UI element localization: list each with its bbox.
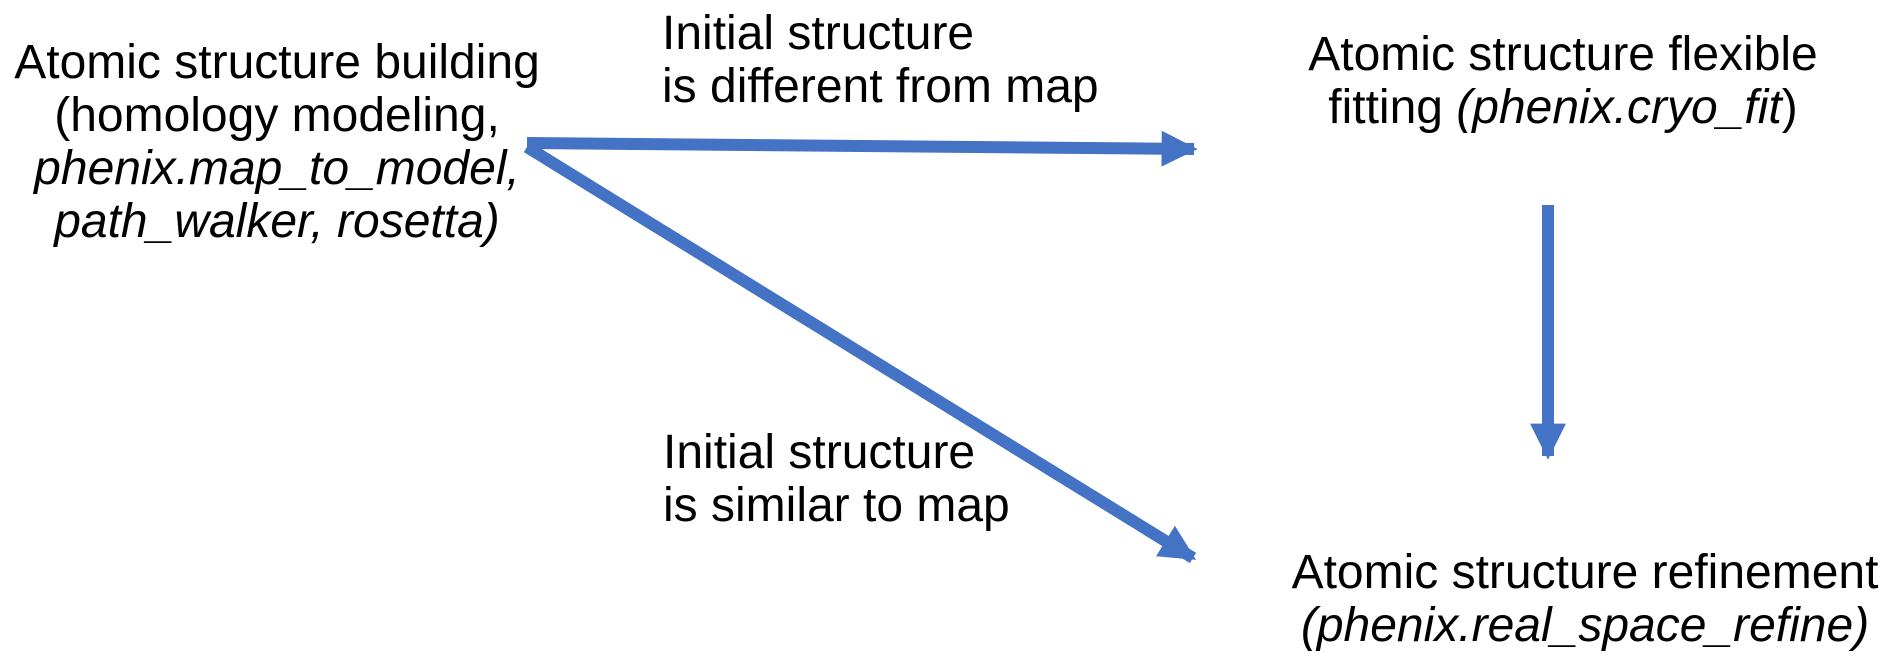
label-text: is different from map — [662, 60, 1099, 113]
text-line: Atomic structure flexible — [1308, 28, 1818, 81]
label-text: Initial structure — [663, 426, 976, 479]
node-atomic-structure-refinement: Atomic structure refinement(phenix.real_… — [1292, 546, 1879, 652]
program-name-text: ( — [1300, 599, 1317, 652]
arrow-building-to-fitting — [526, 130, 1198, 167]
program-name-text: phenix.map_to_model, — [34, 142, 520, 195]
text-line: fitting (phenix.cryo_fit) — [1308, 81, 1818, 134]
text-line: Initial structure — [662, 7, 1099, 60]
label-text: Initial structure — [662, 7, 975, 60]
text-line: Atomic structure refinement — [1292, 546, 1879, 599]
text-line: Initial structure — [663, 426, 1010, 479]
program-name-text: ) — [1853, 599, 1870, 652]
program-name-text: phenix.real_space_refine — [1316, 599, 1854, 652]
program-name-text: path_walker, rosetta) — [54, 195, 500, 248]
label-text: Atomic structure building — [14, 36, 540, 89]
label-text: Atomic structure flexible — [1308, 28, 1818, 81]
text-line: is similar to map — [663, 479, 1010, 532]
label-text: is similar to map — [663, 479, 1010, 532]
program-name-text: (phenix.cryo_fit — [1456, 81, 1782, 134]
label-text: fitting — [1328, 81, 1457, 134]
node-atomic-structure-building: Atomic structure building(homology model… — [14, 36, 540, 248]
text-line: is different from map — [662, 60, 1099, 113]
text-line: (phenix.real_space_refine) — [1292, 599, 1879, 652]
text-line: path_walker, rosetta) — [14, 195, 540, 248]
label-text: ) — [1781, 81, 1798, 134]
text-line: Atomic structure building — [14, 36, 540, 89]
label-text: (homology modeling, — [54, 89, 500, 142]
text-line: (homology modeling, — [14, 89, 540, 142]
label-text: Atomic structure refinement — [1291, 546, 1879, 599]
text-line: phenix.map_to_model, — [14, 142, 540, 195]
